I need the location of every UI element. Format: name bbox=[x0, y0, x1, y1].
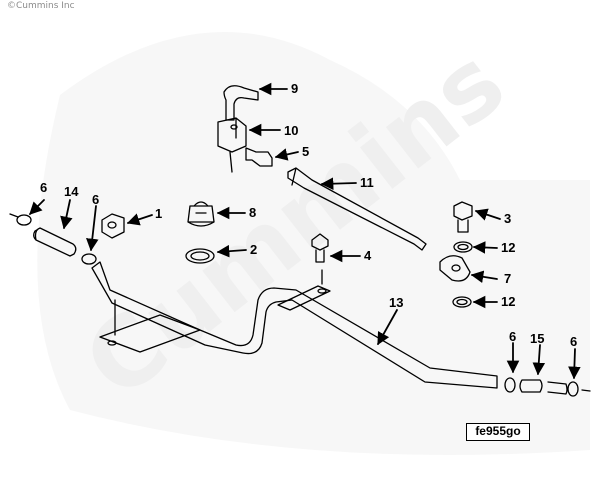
callout-6: 6 bbox=[509, 329, 516, 344]
elbow-9 bbox=[223, 85, 259, 121]
watermark: Cummins bbox=[37, 26, 591, 456]
copyright-text: ©Cummins Inc bbox=[7, 1, 75, 11]
washer-6-right-a bbox=[504, 377, 516, 393]
callout-1: 1 bbox=[155, 206, 162, 221]
washer-6-left-b bbox=[81, 253, 97, 265]
callout-12: 12 bbox=[501, 240, 515, 255]
mounting-bracket-left bbox=[99, 299, 201, 353]
callout-3: 3 bbox=[504, 211, 511, 226]
banjo-fitting-7 bbox=[439, 255, 471, 282]
washer-12-top bbox=[453, 241, 473, 253]
washer-6-right-b bbox=[567, 381, 579, 397]
washer-12-bottom-inner bbox=[456, 298, 468, 306]
callout-8: 8 bbox=[249, 205, 256, 220]
connector-5 bbox=[245, 147, 273, 167]
washer-2-inner bbox=[190, 251, 210, 261]
plug-8 bbox=[187, 201, 215, 227]
screw-4 bbox=[311, 233, 329, 263]
callout-labels: 6 14 6 1 8 2 4 9 10 5 11 3 12 7 12 13 6 … bbox=[40, 81, 577, 349]
tee-block-10 bbox=[217, 117, 247, 173]
callout-14: 14 bbox=[64, 184, 79, 199]
hose-11 bbox=[287, 167, 427, 251]
washer-12-bottom bbox=[452, 296, 472, 308]
callout-6: 6 bbox=[40, 180, 47, 195]
callout-12: 12 bbox=[501, 294, 515, 309]
washer-2 bbox=[185, 248, 215, 264]
tube-fitting-15 bbox=[519, 379, 568, 395]
callout-6: 6 bbox=[92, 192, 99, 207]
callout-11: 11 bbox=[360, 175, 374, 190]
callout-4: 4 bbox=[364, 248, 372, 263]
leader-arrows bbox=[29, 82, 581, 380]
callout-7: 7 bbox=[504, 271, 511, 286]
callout-15: 15 bbox=[530, 331, 544, 346]
callout-2: 2 bbox=[250, 242, 257, 257]
callout-6: 6 bbox=[570, 334, 577, 349]
line-ends bbox=[9, 213, 591, 392]
callout-5: 5 bbox=[302, 144, 309, 159]
fuel-line-13 bbox=[91, 261, 498, 389]
washer-12-top-inner bbox=[457, 243, 469, 251]
tube-fitting-14 bbox=[33, 227, 77, 257]
nut-1 bbox=[101, 213, 125, 239]
figure-code: fe955go bbox=[466, 423, 530, 441]
washer-6-left-a bbox=[16, 214, 32, 226]
callout-9: 9 bbox=[291, 81, 298, 96]
banjo-bolt-3 bbox=[453, 201, 473, 233]
callout-13: 13 bbox=[389, 295, 403, 310]
mounting-bracket-right bbox=[277, 269, 331, 311]
callout-10: 10 bbox=[284, 123, 298, 138]
